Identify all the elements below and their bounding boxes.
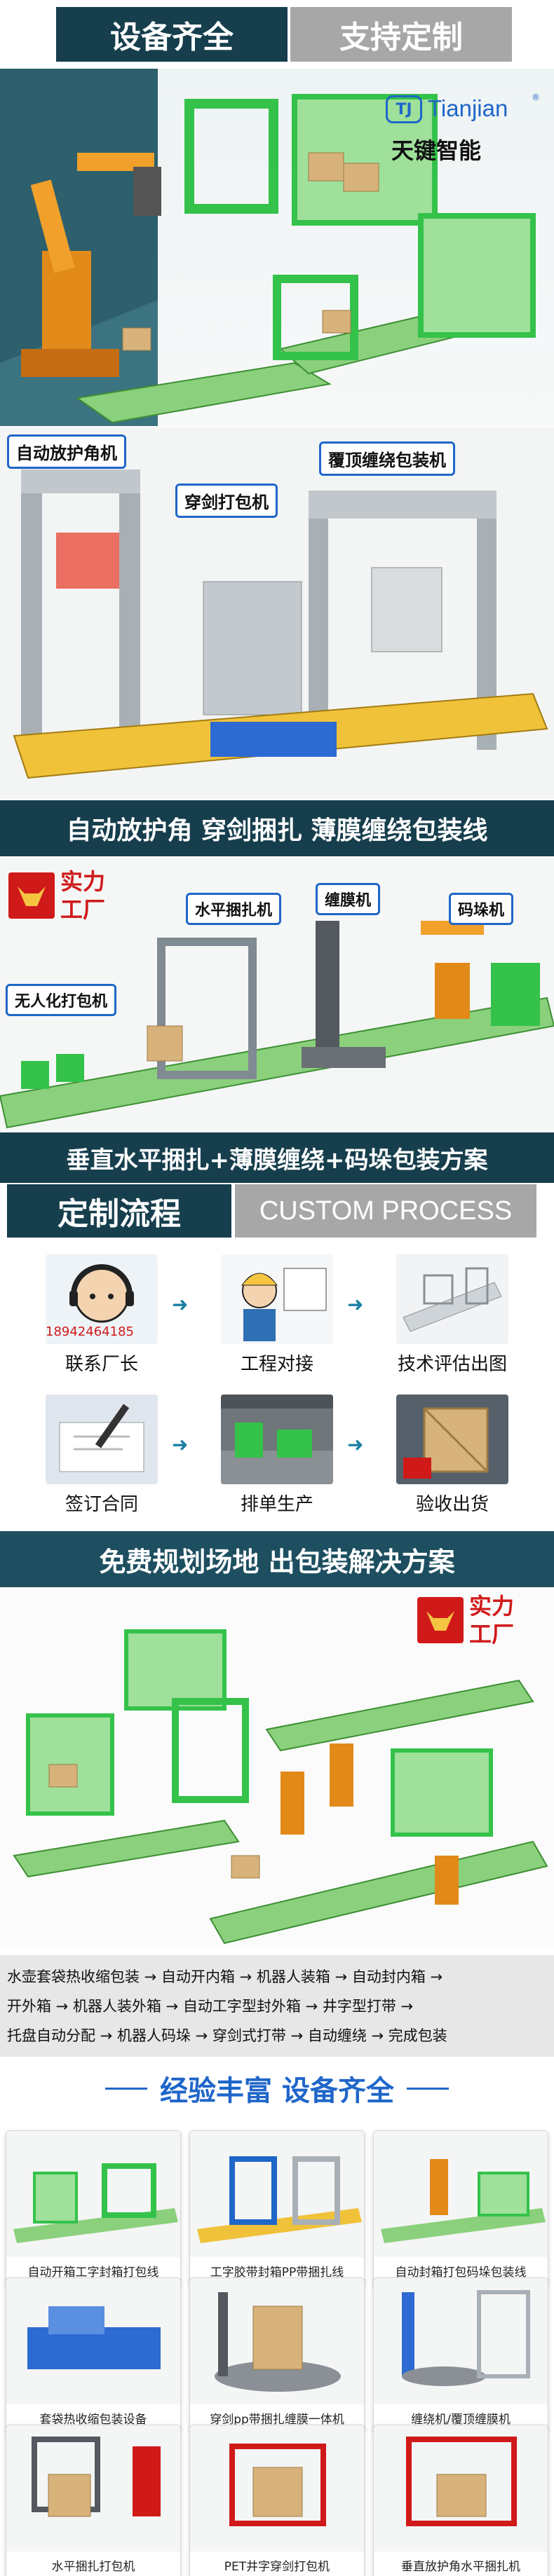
label-unmanned-strapping-machine: 无人化打包机 [6, 984, 117, 1016]
product-image [190, 2278, 364, 2404]
product-card[interactable]: 自动封箱打包码垛包装线 [373, 2130, 548, 2286]
step-label-assessment: 技术评估出图 [397, 1354, 507, 1375]
label-top-wrapping-machine: 覆顶缠绕包装机 [319, 441, 455, 476]
engineer-icon [221, 1254, 333, 1344]
shipping-crate-icon [396, 1395, 508, 1484]
arrow-right-icon: ➜ [172, 1293, 189, 1316]
product-image [190, 2131, 364, 2257]
brand-registered-mark: ® [532, 93, 540, 102]
strapping-wrapping-palletizing-image: 实力工厂 水平捆扎机 缠膜机 码垛机 无人化打包机 [0, 858, 554, 1131]
label-horizontal-strapping-machine: 水平捆扎机 [186, 893, 282, 925]
product-image [6, 2131, 180, 2257]
drawing-icon [396, 1254, 508, 1344]
process-step-delivery: 验收出货 [382, 1395, 522, 1516]
product-image [6, 2278, 180, 2404]
process-title-bar: 定制流程 CUSTOM PROCESS [0, 1184, 554, 1245]
product-image [374, 2278, 548, 2404]
contract-signing-icon [46, 1395, 158, 1484]
process-step-contract: 签订合同 [32, 1395, 172, 1516]
wrapping-line-image: 自动放护角机 穿剑打包机 覆顶缠绕包装机 [0, 427, 554, 799]
product-card[interactable]: 工字胶带封箱PP带捆扎线 [189, 2130, 365, 2286]
product-card-caption: 穿剑pp带捆扎缠膜一体机 [210, 2413, 344, 2427]
process-step-contact: 18942464185 联系厂长 [32, 1254, 172, 1376]
label-palletizing-machine: 码垛机 [449, 893, 514, 925]
label-film-wrapping-machine: 缠膜机 [316, 883, 381, 915]
brand-logo: TJ Tianjian ® 天键智能 [386, 90, 547, 174]
flow-line: 开外箱 → 机器人装外箱 → 自动工字型封外箱 → 井字型打带 → [7, 1998, 414, 2015]
product-card-caption: 缠绕机/覆顶缠膜机 [411, 2413, 511, 2427]
strength-factory-badge: 实力工厂 [417, 1592, 514, 1648]
process-step-assessment: 技术评估出图 [382, 1254, 522, 1376]
product-card[interactable]: 水平捆扎打包机 [6, 2425, 181, 2576]
flow-line: 托盘自动分配 → 机器人码垛 → 穿剑式打带 → 自动缠绕 → 完成包装 [7, 2027, 447, 2044]
product-card[interactable]: 穿剑pp带捆扎缠膜一体机 [189, 2277, 365, 2433]
free-planning-banner: 免费规划场地 出包装解决方案 [0, 1531, 554, 1587]
wrapping-line-illustration [13, 470, 548, 779]
title-decoration-left [105, 2088, 147, 2090]
factory-bull-icon [417, 1597, 464, 1643]
title-decoration-right [407, 2088, 449, 2090]
section3-banner: 垂直水平捆扎+薄膜缠绕+码垛包装方案 [0, 1132, 554, 1183]
process-title-en: CUSTOM PROCESS [235, 1184, 536, 1238]
product-image [6, 2425, 180, 2551]
strength-factory-text: 实力工厂 [469, 1593, 515, 1647]
hero-production-line-image: TJ Tianjian ® 天键智能 [0, 69, 554, 426]
product-card-caption: 工字胶带封箱PP带捆扎线 [210, 2266, 344, 2280]
layout-illustration [13, 1629, 548, 1945]
arrow-right-icon: ➜ [347, 1293, 364, 1316]
factory-layout-image: 实力工厂 [0, 1589, 554, 1947]
hero-illustration [0, 69, 536, 426]
customer-service-icon [46, 1254, 158, 1344]
product-card[interactable]: PET井字穿剑打包机 [189, 2425, 365, 2576]
experience-title-text: 经验丰富 设备齐全 [160, 2075, 394, 2107]
product-image [374, 2425, 548, 2551]
process-step-production: 排单生产 [207, 1395, 347, 1516]
strength-factory-badge: 实力工厂 [8, 868, 105, 924]
header-bar: 设备齐全 支持定制 [0, 0, 554, 69]
product-image [190, 2425, 364, 2551]
factory-bull-icon [8, 872, 55, 919]
section2-banner: 自动放护角 穿剑捆扎 薄膜缠绕包装线 [0, 800, 554, 856]
product-card-caption: 自动封箱打包码垛包装线 [395, 2266, 527, 2280]
product-card-caption: PET井字穿剑打包机 [224, 2560, 330, 2574]
product-card[interactable]: 自动开箱工字封箱打包线 [6, 2130, 181, 2286]
label-arch-strapping-machine: 穿剑打包机 [175, 484, 278, 518]
label-corner-protector-machine: 自动放护角机 [7, 434, 126, 469]
product-card[interactable]: 缠绕机/覆顶缠膜机 [373, 2277, 548, 2433]
step-label-contract: 签订合同 [65, 1494, 138, 1515]
step-label-engineering: 工程对接 [240, 1354, 313, 1375]
product-card-caption: 自动开箱工字封箱打包线 [27, 2266, 159, 2280]
brand-mark-icon: TJ [386, 95, 422, 123]
product-card-caption: 水平捆扎打包机 [51, 2560, 135, 2574]
product-card-caption: 套袋热收缩包装设备 [39, 2413, 147, 2427]
strength-factory-text: 实力工厂 [60, 868, 106, 923]
process-title-cn: 定制流程 [7, 1184, 231, 1238]
tab-custom-support[interactable]: 支持定制 [290, 7, 512, 62]
arrow-right-icon: ➜ [172, 1433, 189, 1456]
brand-name-cn: 天键智能 [391, 137, 482, 164]
brand-name-en: Tianjian [428, 95, 508, 121]
arrow-right-icon: ➜ [347, 1433, 364, 1456]
step-label-contact: 联系厂长 [65, 1354, 138, 1375]
process-step-engineering: 工程对接 [207, 1254, 347, 1376]
strapping-line-illustration [0, 921, 554, 1129]
factory-floor-icon [221, 1395, 333, 1484]
product-card[interactable]: 垂直放护角水平捆扎机 [373, 2425, 548, 2576]
contact-phone[interactable]: 18942464185 [46, 1324, 134, 1339]
packaging-flow-description: 水壶套袋热收缩包装 → 自动开内箱 → 机器人装箱 → 自动封内箱 → 开外箱 … [0, 1955, 554, 2057]
product-card-caption: 垂直放护角水平捆扎机 [401, 2560, 520, 2574]
step-label-production: 排单生产 [240, 1494, 313, 1515]
product-image [374, 2131, 548, 2257]
flow-line: 水壶套袋热收缩包装 → 自动开内箱 → 机器人装箱 → 自动封内箱 → [7, 1968, 443, 1985]
product-card[interactable]: 套袋热收缩包装设备 [6, 2277, 181, 2433]
step-label-delivery: 验收出货 [415, 1494, 489, 1515]
tab-equipment-complete[interactable]: 设备齐全 [56, 7, 288, 62]
experience-title: 经验丰富 设备齐全 [105, 2064, 449, 2113]
